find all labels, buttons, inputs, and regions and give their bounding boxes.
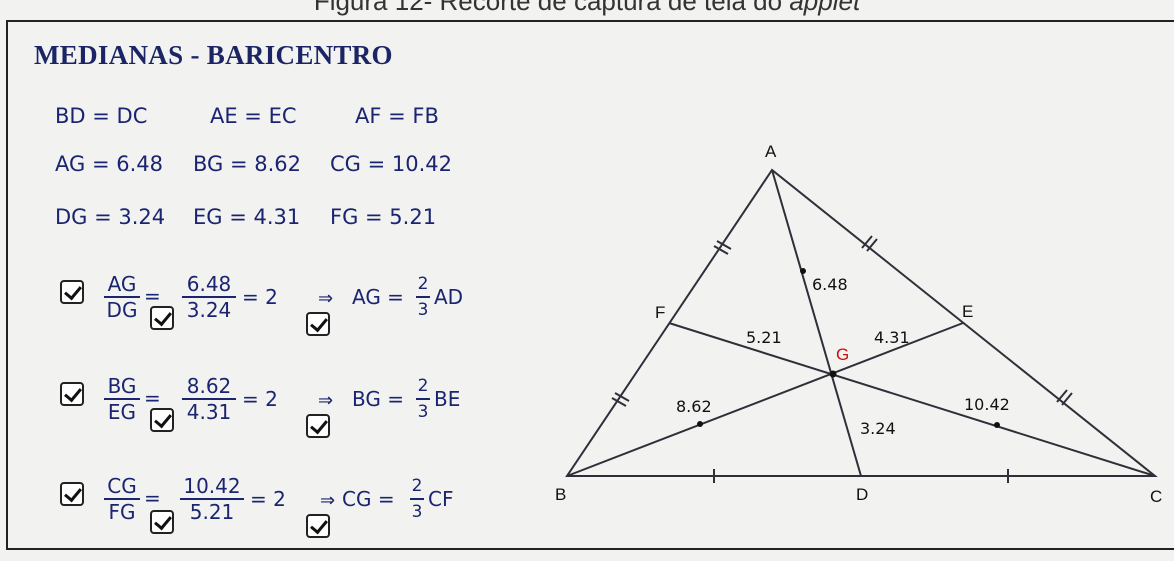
checkbox-values-ag[interactable] <box>150 306 174 330</box>
figure-caption: Figura 12- Recorte de captura de tela do… <box>0 0 1174 17</box>
frac-num: CG <box>107 474 137 498</box>
checkbox-implies-bg[interactable] <box>306 414 330 438</box>
tick-af-1 <box>713 245 729 255</box>
frac-den: 3 <box>416 398 430 424</box>
applet-frame <box>6 20 1174 550</box>
fraction-two-thirds: 2 3 <box>416 374 430 424</box>
conclusion-lhs: BG = <box>352 387 404 411</box>
seg-label-ag: 6.48 <box>812 275 848 294</box>
point-ag-mid <box>800 268 806 274</box>
tick-fb-1 <box>611 397 627 407</box>
point-gc-mid <box>994 422 1000 428</box>
fraction-values-cg: 10.42 5.21 <box>180 474 244 524</box>
seg-label-ge: 4.31 <box>874 328 910 347</box>
point-g[interactable] <box>829 370 837 378</box>
label-f: F <box>655 303 665 322</box>
frac-den: 5.21 <box>180 498 244 524</box>
frac-num: 2 <box>417 274 429 294</box>
conclusion-rhs: CF <box>428 487 454 511</box>
fraction-two-thirds: 2 3 <box>416 272 430 322</box>
tick-fb-2 <box>614 392 630 402</box>
frac-num: 2 <box>417 376 429 396</box>
frac-den: DG <box>104 296 140 322</box>
ratio-result: = 2 <box>242 387 278 411</box>
caption-text: Figura 12- Recorte de captura de tela do <box>313 0 783 16</box>
checkbox-implies-ag[interactable] <box>306 312 330 336</box>
frac-den: 3 <box>416 296 430 322</box>
frac-num: 8.62 <box>186 374 232 398</box>
label-b: B <box>555 485 566 504</box>
frac-den: 4.31 <box>182 398 236 424</box>
fraction-values-ag: 6.48 3.24 <box>182 272 236 322</box>
tick-af-2 <box>716 240 732 250</box>
equals-sign: = <box>144 386 161 410</box>
label-e: E <box>962 302 973 321</box>
tick-ae-2 <box>866 238 878 252</box>
median-ad <box>771 169 862 477</box>
conclusion-lhs: CG = <box>342 487 395 511</box>
tick-ec-1 <box>1056 389 1068 403</box>
conclusion-rhs: AD <box>434 285 464 309</box>
fraction-bg-eg: BG EG <box>104 374 140 424</box>
checkbox-implies-cg[interactable] <box>306 514 330 538</box>
label-g: G <box>836 345 849 364</box>
checkbox-ratio-bg[interactable] <box>60 382 84 406</box>
label-c: C <box>1150 487 1162 506</box>
fraction-values-bg: 8.62 4.31 <box>182 374 236 424</box>
frac-den: FG <box>104 498 140 524</box>
page-title: MEDIANAS - BARICENTRO <box>34 40 393 70</box>
length-bg: BG = 8.62 <box>193 152 302 176</box>
seg-label-gc: 10.42 <box>964 395 1010 414</box>
length-eg: EG = 4.31 <box>193 205 301 229</box>
frac-num: 2 <box>411 476 423 496</box>
implies-arrow: ⇒ <box>318 390 334 411</box>
length-ag: AG = 6.48 <box>55 152 163 176</box>
eq-bd-dc: BD = DC <box>55 104 148 128</box>
length-dg: DG = 3.24 <box>55 205 166 229</box>
eq-ae-ec: AE = EC <box>210 104 297 128</box>
tick-ae-1 <box>861 235 873 249</box>
median-cf <box>668 322 1156 477</box>
checkbox-ratio-ag[interactable] <box>60 280 84 304</box>
seg-label-bg: 8.62 <box>676 397 712 416</box>
tick-ec-2 <box>1061 392 1073 406</box>
equals-sign: = <box>144 284 161 308</box>
ratio-result: = 2 <box>250 487 286 511</box>
frac-num: BG <box>107 374 137 398</box>
checkbox-values-cg[interactable] <box>150 510 174 534</box>
length-cg: CG = 10.42 <box>330 152 453 176</box>
eq-af-fb: AF = FB <box>355 104 439 128</box>
conclusion-rhs: BE <box>434 387 461 411</box>
fraction-ag-dg: AG DG <box>104 272 140 322</box>
fraction-two-thirds: 2 3 <box>410 474 424 524</box>
implies-arrow: ⇒ <box>320 490 336 511</box>
frac-num: 6.48 <box>186 272 232 296</box>
length-fg: FG = 5.21 <box>330 205 437 229</box>
caption-italic: applet <box>789 0 861 16</box>
checkbox-ratio-cg[interactable] <box>60 482 84 506</box>
conclusion-lhs: AG = <box>352 285 404 309</box>
frac-den: 3 <box>410 498 424 524</box>
frac-num: 10.42 <box>183 474 241 498</box>
seg-label-fg: 5.21 <box>746 328 782 347</box>
frac-den: EG <box>104 398 140 424</box>
ratio-result: = 2 <box>242 285 278 309</box>
median-be <box>566 322 964 477</box>
seg-label-gd: 3.24 <box>860 419 896 438</box>
label-d: D <box>856 485 868 504</box>
frac-num: AG <box>107 272 137 296</box>
equals-sign: = <box>144 486 161 510</box>
label-a: A <box>765 142 777 161</box>
frac-den: 3.24 <box>182 296 236 322</box>
point-bg-mid <box>697 421 703 427</box>
fraction-cg-fg: CG FG <box>104 474 140 524</box>
implies-arrow: ⇒ <box>318 288 334 309</box>
checkbox-values-bg[interactable] <box>150 408 174 432</box>
